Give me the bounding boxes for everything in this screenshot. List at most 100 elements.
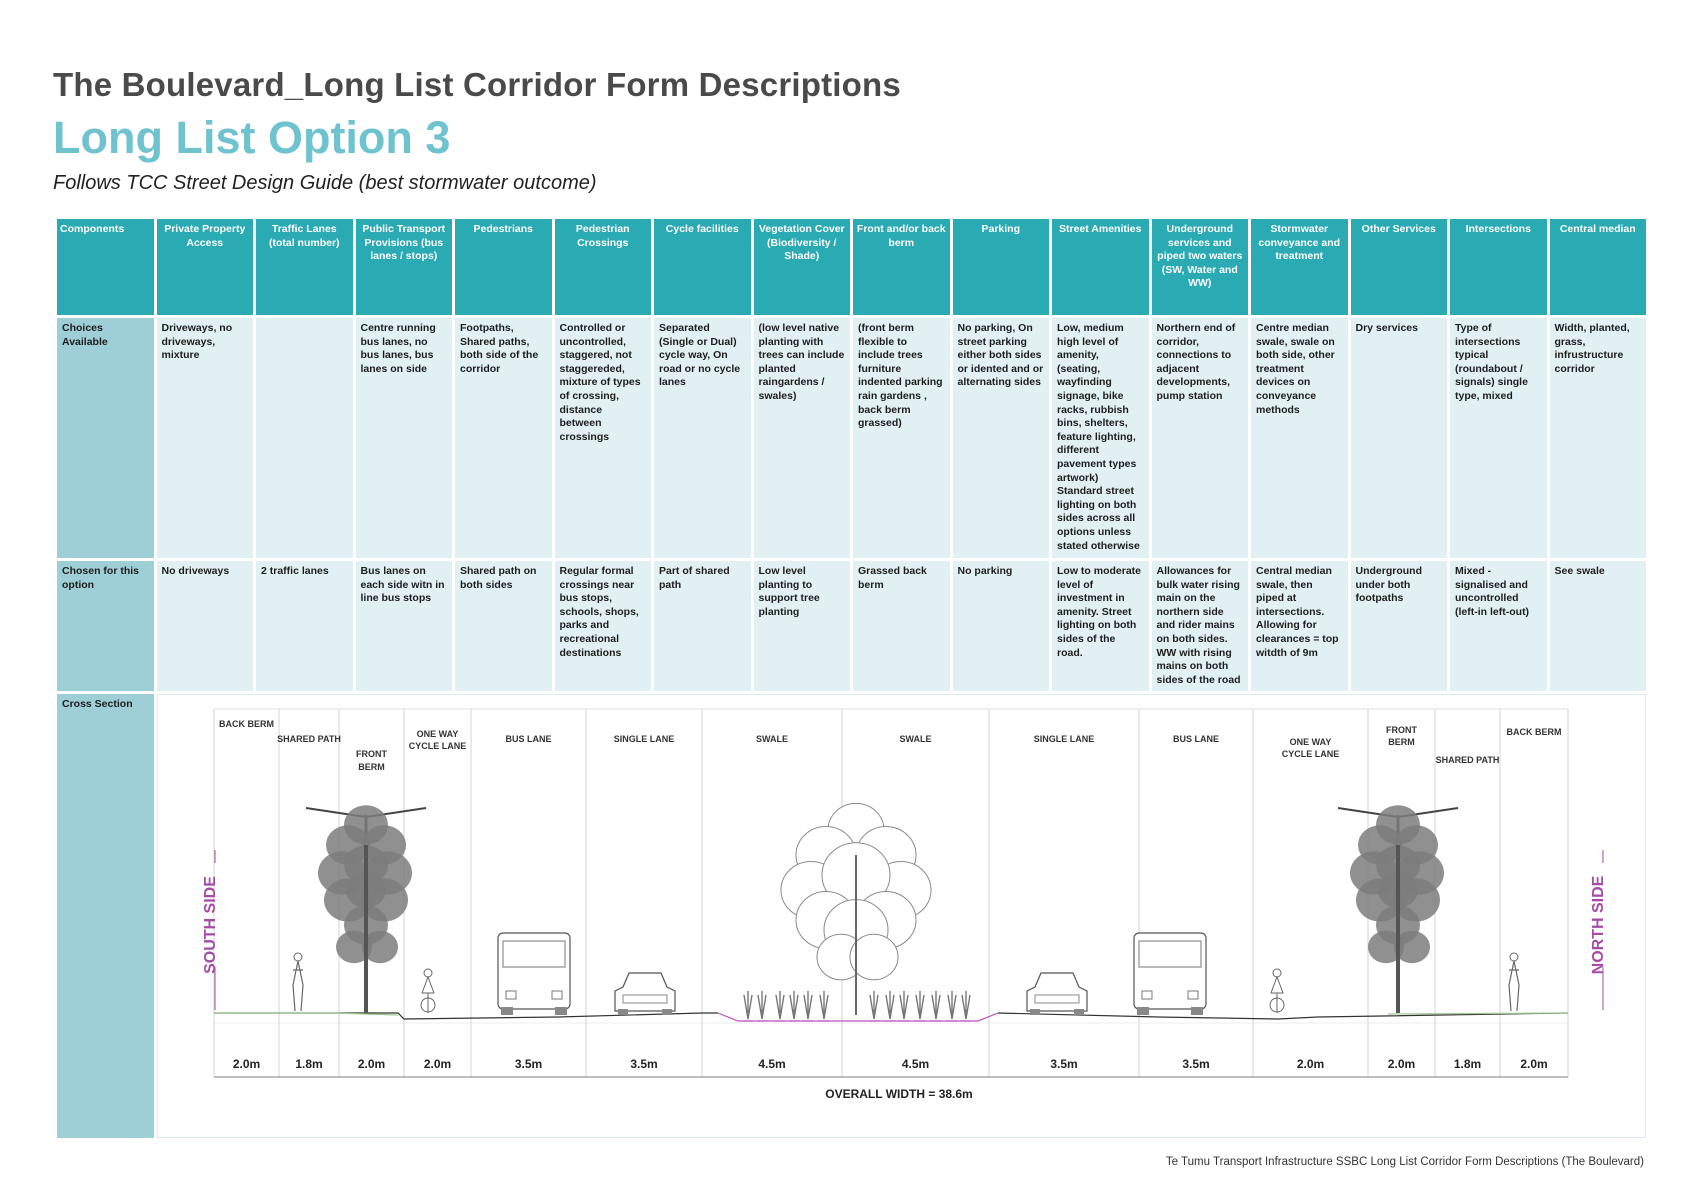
zone-label: BERM bbox=[1388, 737, 1415, 747]
north-pedestrian bbox=[1507, 952, 1520, 1012]
swale-plant bbox=[742, 991, 753, 1022]
zone-label: SINGLE LANE bbox=[1033, 734, 1094, 744]
zone-width: 3.5m bbox=[514, 1057, 541, 1071]
column-header: Public Transport Provisions (bus lanes /… bbox=[355, 219, 452, 315]
table-cell: Separated (Single or Dual) cycle way, On… bbox=[654, 318, 751, 558]
swale-plant bbox=[960, 991, 971, 1022]
column-header: Underground services and piped two water… bbox=[1151, 219, 1248, 315]
table-cell: Controlled or uncontrolled, staggered, n… bbox=[554, 318, 651, 558]
row-label-cross-section: Cross Section bbox=[57, 694, 154, 1139]
column-header: Vegetation Cover (Biodiversity / Shade) bbox=[753, 219, 850, 315]
column-header: Components bbox=[57, 219, 154, 315]
swale-plant bbox=[884, 991, 895, 1022]
swale-profile bbox=[717, 1012, 998, 1022]
table-cell: No driveways bbox=[156, 561, 253, 692]
table-cell: Centre median swale, swale on both side,… bbox=[1251, 318, 1348, 558]
column-header: Pedestrians bbox=[455, 219, 552, 315]
table-cell: Central median swale, then piped at inte… bbox=[1251, 561, 1348, 692]
column-header: Intersections bbox=[1450, 219, 1547, 315]
swale-plant bbox=[774, 991, 785, 1022]
north-bus bbox=[1132, 932, 1207, 1016]
cross-section-row: Cross Section BACK BERM 2.0m SHARED PATH 1.… bbox=[57, 694, 1646, 1139]
zone-width: 2.0m bbox=[357, 1057, 384, 1071]
table-cell: 2 traffic lanes bbox=[256, 561, 353, 692]
north-side-label: NORTH SIDE bbox=[1590, 876, 1607, 975]
column-header: Traffic Lanes (total number) bbox=[256, 219, 353, 315]
column-header: Cycle facilities bbox=[654, 219, 751, 315]
swale-plant bbox=[756, 991, 767, 1022]
zone-width: 3.5m bbox=[1182, 1057, 1209, 1071]
zone-width: 1.8m bbox=[1453, 1057, 1480, 1071]
road-surface bbox=[997, 1012, 1568, 1020]
column-header: Private Property Access bbox=[156, 219, 253, 315]
table-cell: No parking, On street parking either bot… bbox=[952, 318, 1049, 558]
table-cell: Width, planted, grass, infrustructure co… bbox=[1549, 318, 1646, 558]
swale-plant bbox=[868, 991, 879, 1022]
zone-label: SHARED PATH bbox=[277, 734, 341, 744]
swale-plant bbox=[802, 991, 813, 1022]
zone-label: ONE WAY bbox=[416, 729, 458, 739]
table-cell: Mixed - signalised and uncontrolled (lef… bbox=[1450, 561, 1547, 692]
table-cell: (front berm flexible to include trees fu… bbox=[853, 318, 950, 558]
zone-label: SINGLE LANE bbox=[613, 734, 674, 744]
option-subtitle: Follows TCC Street Design Guide (best st… bbox=[53, 172, 597, 194]
south-car bbox=[613, 972, 676, 1016]
column-header: Street Amenities bbox=[1052, 219, 1149, 315]
document-title: The Boulevard_Long List Corridor Form De… bbox=[53, 66, 901, 103]
zone-width: 2.0m bbox=[1520, 1057, 1547, 1071]
zone-label: BERM bbox=[358, 762, 385, 772]
column-header: Other Services bbox=[1350, 219, 1447, 315]
table-cell: Part of shared path bbox=[654, 561, 751, 692]
north-grass bbox=[1387, 1012, 1568, 1015]
components-table: Components Private Property Access Traff… bbox=[54, 216, 1649, 1141]
zone-label: ONE WAY bbox=[1289, 737, 1331, 747]
zone-label: SHARED PATH bbox=[1435, 755, 1499, 765]
table-cell: (low level native planting with trees ca… bbox=[753, 318, 850, 558]
table-cell: Footpaths, Shared paths, both side of th… bbox=[455, 318, 552, 558]
row-label-choices: Choices Available bbox=[57, 318, 154, 558]
column-header: Central median bbox=[1549, 219, 1646, 315]
overall-width-label: OVERALL WIDTH = 38.6m bbox=[825, 1087, 972, 1101]
column-header: Stormwater conveyance and treatment bbox=[1251, 219, 1348, 315]
north-street-tree bbox=[1337, 805, 1458, 1014]
table-cell: Underground under both footpaths bbox=[1350, 561, 1447, 692]
cross-section-drawing: BACK BERM 2.0m SHARED PATH 1.8m FRONT BERM 2.0… bbox=[156, 694, 1646, 1139]
south-bus bbox=[496, 932, 571, 1016]
choices-row: Choices Available Driveways, no driveway… bbox=[57, 318, 1646, 558]
swale-plant bbox=[914, 991, 925, 1022]
column-header: Parking bbox=[952, 219, 1049, 315]
page-footer: Te Tumu Transport Infrastructure SSBC Lo… bbox=[1165, 1156, 1644, 1168]
zone-label: FRONT bbox=[1386, 725, 1417, 735]
zone-label: SWALE bbox=[899, 734, 931, 744]
table-cell: Centre running bus lanes, no bus lanes, … bbox=[355, 318, 452, 558]
zone-label: FRONT bbox=[356, 749, 387, 759]
zone-width: 1.8m bbox=[295, 1057, 322, 1071]
south-street-tree bbox=[305, 805, 426, 1014]
north-car bbox=[1025, 972, 1088, 1016]
chosen-row: Chosen for this option No driveways 2 tr… bbox=[57, 561, 1646, 692]
table-cell: Regular formal crossings near bus stops,… bbox=[554, 561, 651, 692]
zone-label: BUS LANE bbox=[505, 734, 551, 744]
cross-section-svg: BACK BERM 2.0m SHARED PATH 1.8m FRONT BERM 2.0… bbox=[202, 708, 1607, 1101]
swale-plant bbox=[898, 991, 909, 1022]
column-header: Front and/or back berm bbox=[853, 219, 950, 315]
zone-label: SWALE bbox=[755, 734, 787, 744]
north-cyclist bbox=[1269, 968, 1284, 1014]
row-label-chosen: Chosen for this option bbox=[57, 561, 154, 692]
zone-width: 2.0m bbox=[1296, 1057, 1323, 1071]
column-header: Pedestrian Crossings bbox=[554, 219, 651, 315]
zone-width: 4.5m bbox=[758, 1057, 785, 1071]
zone-label: CYCLE LANE bbox=[1281, 749, 1339, 759]
table-cell bbox=[256, 318, 353, 558]
table-cell: Low level planting to support tree plant… bbox=[753, 561, 850, 692]
zone-label: BACK BERM bbox=[219, 719, 274, 729]
swale-plant bbox=[788, 991, 799, 1022]
south-grass bbox=[213, 1012, 398, 1016]
option-title: Long List Option 3 bbox=[53, 112, 451, 163]
zone-label: BACK BERM bbox=[1506, 727, 1561, 737]
table-cell: Type of intersections typical (roundabou… bbox=[1450, 318, 1547, 558]
table-cell: Grassed back berm bbox=[853, 561, 950, 692]
table-cell: Bus lanes on each side witn in line bus … bbox=[355, 561, 452, 692]
zone-width: 3.5m bbox=[1050, 1057, 1077, 1071]
zone-width: 2.0m bbox=[1387, 1057, 1414, 1071]
